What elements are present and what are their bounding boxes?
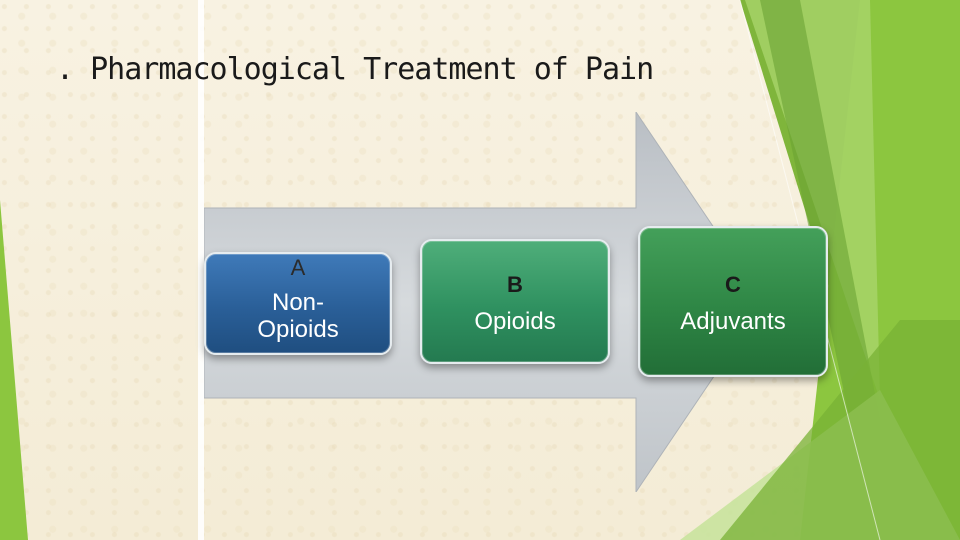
step-box-b: B Opioids <box>420 239 610 364</box>
step-label: Non-Opioids <box>257 289 339 343</box>
step-label: Opioids <box>474 308 556 336</box>
step-letter: C <box>725 272 741 298</box>
right-green-shape-dark <box>760 0 880 420</box>
left-green-triangle <box>0 200 28 540</box>
step-letter: A <box>290 255 306 281</box>
slide-title: . Pharmacological Treatment of Pain <box>56 52 654 87</box>
step-box-a: A Non-Opioids <box>204 252 392 355</box>
step-label: Adjuvants <box>680 308 786 336</box>
vertical-divider-line <box>198 0 204 540</box>
right-green-shape-lower <box>720 320 960 540</box>
step-letter: B <box>507 272 523 298</box>
step-box-c: C Adjuvants <box>638 226 828 377</box>
